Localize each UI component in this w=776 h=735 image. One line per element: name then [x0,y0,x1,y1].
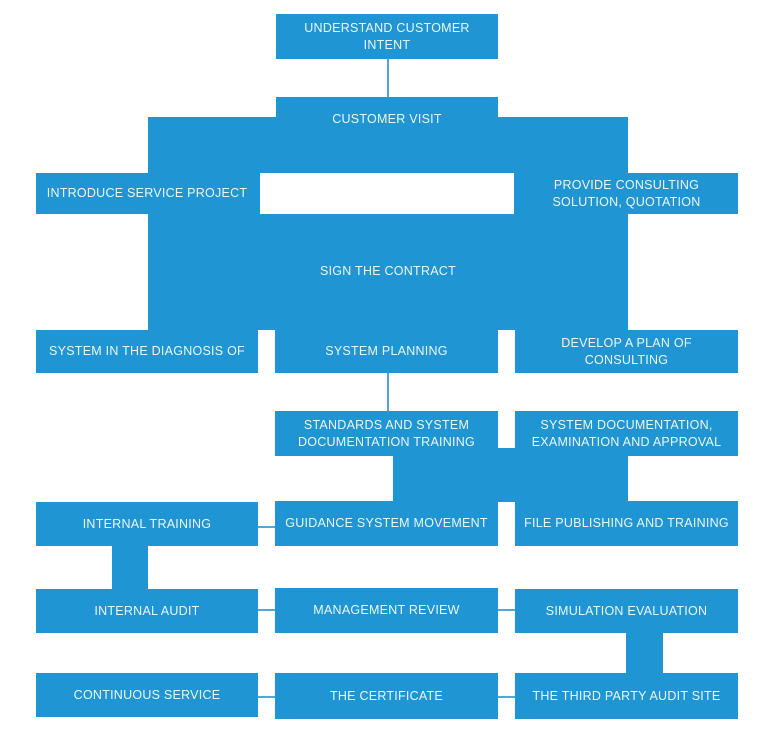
connector-training-to-audit-block [112,546,148,590]
node-provide-consulting-solution-quotation: PROVIDE CONSULTING SOLUTION, QUOTATION [515,173,738,214]
node-internal-training: INTERNAL TRAINING [36,502,258,546]
node-file-publishing-and-training: FILE PUBLISHING AND TRAINING [515,501,738,546]
merged-central-block [148,117,628,330]
node-internal-audit: INTERNAL AUDIT [36,589,258,633]
connector-simulation-to-thirdparty-block [626,632,663,674]
node-system-documentation-examination-and-approval: SYSTEM DOCUMENTATION, EXAMINATION AND AP… [515,411,738,456]
node-continuous-service: CONTINUOUS SERVICE [36,673,258,717]
node-standards-and-system-documentation-training: STANDARDS AND SYSTEM DOCUMENTATION TRAIN… [275,411,498,456]
node-system-planning: SYSTEM PLANNING [275,330,498,373]
connector-review-to-simulation [498,609,515,611]
node-system-in-the-diagnosis-of: SYSTEM IN THE DIAGNOSIS OF [36,330,258,373]
node-introduce-service-project: INTRODUCE SERVICE PROJECT [36,173,258,214]
node-simulation-evaluation: SIMULATION EVALUATION [515,589,738,633]
node-the-certificate: THE CERTIFICATE [275,673,498,719]
connector-certificate-to-thirdparty [498,696,515,698]
node-management-review: MANAGEMENT REVIEW [275,588,498,633]
node-guidance-system-movement: GUIDANCE SYSTEM MOVEMENT [275,501,498,546]
connector-audit-to-review [258,609,275,611]
central-white-cutout [260,173,514,214]
node-sign-the-contract: SIGN THE CONTRACT [320,263,456,278]
node-the-third-party-audit-site: THE THIRD PARTY AUDIT SITE [515,673,738,719]
connector-standards-to-guidance-block [393,448,628,502]
connector-service-to-certificate [258,696,275,698]
node-understand-customer-intent: UNDERSTAND CUSTOMER INTENT [276,14,498,59]
connector-planning-to-standards [387,373,389,411]
node-customer-visit: CUSTOMER VISIT [276,97,498,142]
node-develop-a-plan-of-consulting: DEVELOP A PLAN OF CONSULTING [515,330,738,373]
connector-training-to-guidance [258,526,275,528]
connector-intent-to-visit [387,59,389,97]
